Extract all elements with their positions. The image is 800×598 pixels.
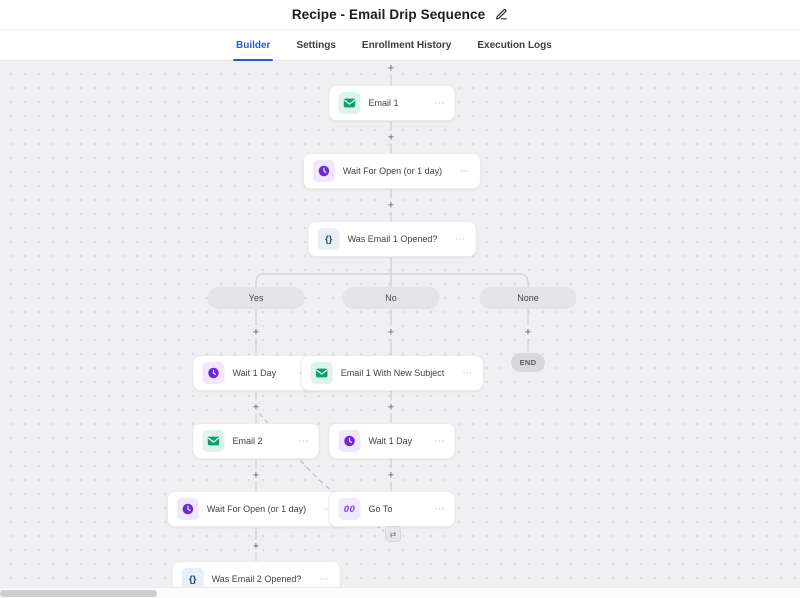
clock-icon bbox=[176, 498, 199, 520]
node-label: Wait For Open (or 1 day) bbox=[206, 504, 307, 514]
horizontal-scrollbar[interactable] bbox=[0, 587, 800, 598]
node-label: Wait For Open (or 1 day) bbox=[342, 166, 443, 176]
node-menu-button[interactable]: ⋯ bbox=[434, 503, 446, 515]
add-step-button[interactable]: + bbox=[384, 130, 398, 144]
node-label: Wait 1 Day bbox=[232, 368, 277, 378]
node-menu-button[interactable]: ⋯ bbox=[298, 435, 310, 447]
node-wait-for-open-1[interactable]: Wait For Open (or 1 day) ⋯ bbox=[302, 153, 482, 189]
node-label: Wait 1 Day bbox=[368, 436, 413, 446]
node-menu-button[interactable]: ⋯ bbox=[434, 435, 446, 447]
condition-braces-icon: {} bbox=[181, 568, 204, 587]
node-menu-button[interactable]: ⋯ bbox=[319, 573, 331, 585]
add-step-button[interactable]: + bbox=[384, 61, 398, 75]
branch-pill-no[interactable]: No bbox=[342, 287, 440, 309]
email-icon bbox=[310, 362, 333, 384]
title-bar: Recipe - Email Drip Sequence bbox=[0, 0, 800, 30]
clock-icon bbox=[312, 160, 335, 182]
node-menu-button[interactable]: ⋯ bbox=[455, 233, 467, 245]
add-step-button[interactable]: + bbox=[249, 539, 263, 553]
node-was-email-2-opened[interactable]: {} Was Email 2 Opened? ⋯ bbox=[171, 561, 341, 587]
node-wait-for-open-2[interactable]: Wait For Open (or 1 day) ⋯ bbox=[166, 491, 346, 527]
branch-pill-none[interactable]: None bbox=[479, 287, 577, 309]
page-title: Recipe - Email Drip Sequence bbox=[291, 7, 486, 22]
node-menu-button[interactable]: ⋯ bbox=[434, 97, 446, 109]
node-email-2[interactable]: Email 2 ⋯ bbox=[192, 423, 320, 459]
node-email-1-new-subject[interactable]: Email 1 With New Subject ⋯ bbox=[300, 355, 484, 391]
add-step-button[interactable]: + bbox=[384, 198, 398, 212]
node-label: Was Email 2 Opened? bbox=[211, 574, 302, 584]
node-label: Email 1 With New Subject bbox=[340, 368, 445, 378]
node-menu-button[interactable]: ⋯ bbox=[460, 165, 472, 177]
tab-execution-logs[interactable]: Execution Logs bbox=[477, 39, 552, 51]
tab-settings[interactable]: Settings bbox=[296, 39, 336, 51]
email-icon bbox=[202, 430, 225, 452]
node-label: Email 1 bbox=[368, 98, 399, 108]
add-step-button[interactable]: + bbox=[384, 468, 398, 482]
node-label: Email 2 bbox=[232, 436, 263, 446]
tab-bar: Builder Settings Enrollment History Exec… bbox=[0, 30, 800, 61]
add-step-button[interactable]: + bbox=[249, 468, 263, 482]
scrollbar-thumb[interactable] bbox=[0, 590, 157, 597]
clock-icon bbox=[338, 430, 361, 452]
add-step-button[interactable]: + bbox=[249, 325, 263, 339]
add-step-button[interactable]: + bbox=[384, 400, 398, 414]
tab-enrollment-history[interactable]: Enrollment History bbox=[361, 39, 452, 51]
add-step-button[interactable]: + bbox=[249, 400, 263, 414]
condition-braces-icon: {} bbox=[317, 228, 340, 250]
node-label: Go To bbox=[368, 504, 393, 514]
workflow-canvas[interactable]: + + + + + + + + + + + Email 1 ⋯ Wait For… bbox=[0, 61, 800, 587]
node-go-to[interactable]: 00 Go To ⋯ bbox=[328, 491, 456, 527]
add-step-button[interactable]: + bbox=[384, 325, 398, 339]
edit-title-icon[interactable] bbox=[495, 8, 508, 21]
branch-pill-yes[interactable]: Yes bbox=[207, 287, 305, 309]
node-email-1[interactable]: Email 1 ⋯ bbox=[328, 85, 456, 121]
tab-builder[interactable]: Builder bbox=[232, 30, 274, 61]
goto-icon: 00 bbox=[338, 498, 361, 520]
goto-target-icon[interactable]: ⇄ bbox=[385, 526, 401, 542]
node-wait-1-day-no[interactable]: Wait 1 Day ⋯ bbox=[328, 423, 456, 459]
end-terminator: END bbox=[511, 353, 545, 372]
node-was-email-1-opened[interactable]: {} Was Email 1 Opened? ⋯ bbox=[307, 221, 477, 257]
node-label: Was Email 1 Opened? bbox=[347, 234, 438, 244]
add-step-button[interactable]: + bbox=[521, 325, 535, 339]
email-icon bbox=[338, 92, 361, 114]
clock-icon bbox=[202, 362, 225, 384]
node-menu-button[interactable]: ⋯ bbox=[462, 367, 474, 379]
